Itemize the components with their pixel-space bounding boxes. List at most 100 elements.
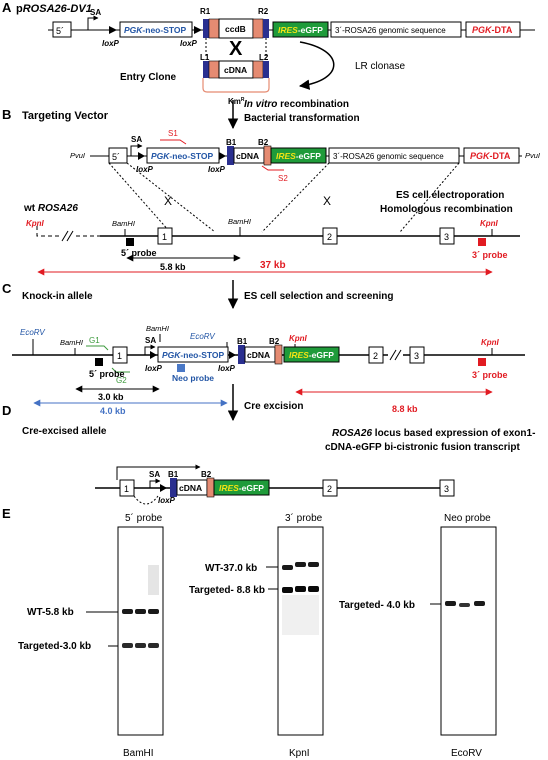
panel-c: C Knock-in allele ES cell selection and … bbox=[2, 281, 525, 422]
rosa-expression-line-2: cDNA-eGFP bi-cistronic fusion transcript bbox=[325, 442, 521, 453]
blot1-band-wt-3 bbox=[148, 609, 159, 614]
ki-5-probe-label: 5´ probe bbox=[89, 369, 125, 379]
rosa-expression-line-1: ROSA26 locus based expression of exon1- bbox=[332, 428, 535, 439]
blot3-band-1 bbox=[445, 601, 456, 606]
blot1-band-targeted-1 bbox=[122, 643, 133, 648]
ki-exon-2-label: 2 bbox=[373, 351, 378, 361]
wt-rosa26-italic: ROSA26 bbox=[38, 203, 78, 214]
tv-ires-label: IRES bbox=[276, 151, 296, 161]
dta-label: -DTA bbox=[492, 25, 513, 35]
l1-salmon-block bbox=[208, 60, 220, 79]
es-electroporation-label: ES cell electroporation bbox=[396, 190, 504, 201]
pgk-label: PGK bbox=[124, 25, 143, 35]
blot3-targeted-label: Targeted- 4.0 kb bbox=[339, 600, 415, 611]
wt-exon-2-label: 2 bbox=[327, 232, 332, 242]
tv-neo-stop-label: -neo-STOP bbox=[169, 151, 213, 161]
homologous-recombination-label: Homologous recombination bbox=[380, 204, 513, 215]
blot1-band-targeted-2 bbox=[135, 643, 146, 648]
five-prime-box bbox=[52, 21, 72, 38]
egfp-label: -eGFP bbox=[298, 25, 323, 35]
loxp-triangle-2 bbox=[194, 26, 202, 34]
loxp-label-1: loxP bbox=[102, 39, 120, 48]
ires-egfp-label: IRES-eGFP bbox=[278, 25, 323, 35]
dist-5-8kb-label: 5.8 kb bbox=[160, 262, 186, 272]
blot2-wt-label: WT-37.0 kb bbox=[205, 563, 257, 574]
ce-exon-3 bbox=[439, 479, 455, 497]
pvui-left-label: PvuI bbox=[70, 151, 85, 160]
ce-b2-block bbox=[206, 477, 215, 498]
ki-exon-2 bbox=[368, 346, 384, 364]
km-label: Km bbox=[228, 97, 241, 106]
g2-primer-label: G2 bbox=[116, 376, 127, 385]
ce-b1-label: B1 bbox=[168, 470, 179, 479]
r2-salmon-block bbox=[252, 18, 264, 39]
blot3-band-2 bbox=[459, 603, 470, 607]
g2-primer-arrow bbox=[111, 367, 130, 373]
homology-dotted-2 bbox=[126, 162, 216, 233]
tv-b1-block bbox=[227, 146, 234, 165]
panel-letter-a: A bbox=[2, 0, 12, 15]
ce-ires-egfp-label: IRES-eGFP bbox=[219, 483, 264, 493]
cre-excised-title: Cre-excised allele bbox=[22, 426, 107, 437]
rosa26-genomic-box bbox=[330, 21, 462, 38]
ce-loxp-label: loxP bbox=[158, 496, 176, 505]
panel-d: D Cre-excised allele ROSA26 locus based … bbox=[2, 403, 535, 505]
ce-exon-1-label: 1 bbox=[124, 484, 129, 494]
r2-label: R2 bbox=[258, 7, 269, 16]
blot1-targeted-label: Targeted-3.0 kb bbox=[18, 641, 91, 652]
ki-exon-1-label: 1 bbox=[117, 351, 122, 361]
dist-37kb-label: 37 kb bbox=[260, 260, 286, 271]
homology-dotted-4 bbox=[399, 162, 460, 233]
wt-rosa26-title: wt ROSA26 bbox=[23, 203, 78, 214]
blot3-membrane bbox=[440, 526, 497, 736]
ce-splice-dashed bbox=[133, 495, 159, 505]
ce-sa-arrow bbox=[149, 478, 161, 488]
ce-exon-1 bbox=[119, 479, 135, 497]
l1-navy-block bbox=[203, 61, 209, 78]
tv-b2-label: B2 bbox=[258, 138, 269, 147]
ki-kpni-mid-label: KpnI bbox=[289, 334, 308, 343]
ki-ecorv-left-label: EcoRV bbox=[20, 328, 45, 337]
wt-prefix: wt bbox=[23, 203, 38, 214]
wt-exon-1 bbox=[157, 227, 173, 245]
panel-letter-e: E bbox=[2, 506, 11, 521]
ki-bamhi-mid-label: BamHI bbox=[146, 324, 169, 333]
blot3-bands bbox=[445, 601, 485, 607]
ki-sa-arrow bbox=[144, 344, 156, 355]
lr-clonase-label: LR clonase bbox=[355, 61, 405, 72]
tv-loxp-label-2: loxP bbox=[208, 165, 226, 174]
wt-exon-3-label: 3 bbox=[444, 232, 449, 242]
ce-transcript-arrow bbox=[116, 464, 201, 480]
panel-letter-b: B bbox=[2, 107, 11, 122]
tv-ires-egfp-label: IRES-eGFP bbox=[276, 151, 321, 161]
wt-bamhi-mid-label: BamHI bbox=[228, 217, 251, 226]
s1-primer-arrow bbox=[160, 139, 187, 145]
entry-cdna-label: cDNA bbox=[224, 65, 247, 75]
in-vitro-recombination-label: In vitro recombination bbox=[244, 99, 349, 110]
r1-navy-block bbox=[203, 19, 209, 38]
tv-pgk-dta-box bbox=[463, 147, 520, 164]
blot2-band-targeted-2 bbox=[295, 586, 306, 592]
s1-primer-label: S1 bbox=[168, 129, 178, 138]
loxp-triangle-1 bbox=[109, 26, 117, 34]
tv-b1-label: B1 bbox=[226, 138, 237, 147]
wt-break-1 bbox=[61, 230, 69, 242]
wt-break-2 bbox=[66, 230, 74, 242]
wt-kpni-right-label: KpnI bbox=[480, 219, 499, 228]
l2-navy-block bbox=[263, 61, 269, 78]
g1-primer-arrow bbox=[86, 345, 109, 351]
five-prime-label: 5´ bbox=[56, 26, 64, 36]
blot1-wt-label: WT-5.8 kb bbox=[27, 607, 74, 618]
ce-exon-2-label: 2 bbox=[327, 484, 332, 494]
l2-salmon-block bbox=[252, 60, 264, 79]
neo-probe-label: Neo probe bbox=[172, 373, 214, 383]
wt-kpni-left-label: KpnI bbox=[26, 219, 45, 228]
dta-pgk-label: PGK bbox=[472, 25, 493, 35]
tv-rosa26-genomic-box bbox=[328, 147, 460, 164]
sa-arrow bbox=[87, 15, 99, 30]
tv-pgk-neo-stop-label: PGK-neo-STOP bbox=[151, 151, 214, 161]
blot2-probe-label: 3´ probe bbox=[285, 512, 323, 524]
s2-primer-label: S2 bbox=[278, 174, 288, 183]
tv-b2-block bbox=[263, 145, 272, 166]
ce-loxp-triangle bbox=[160, 484, 167, 492]
